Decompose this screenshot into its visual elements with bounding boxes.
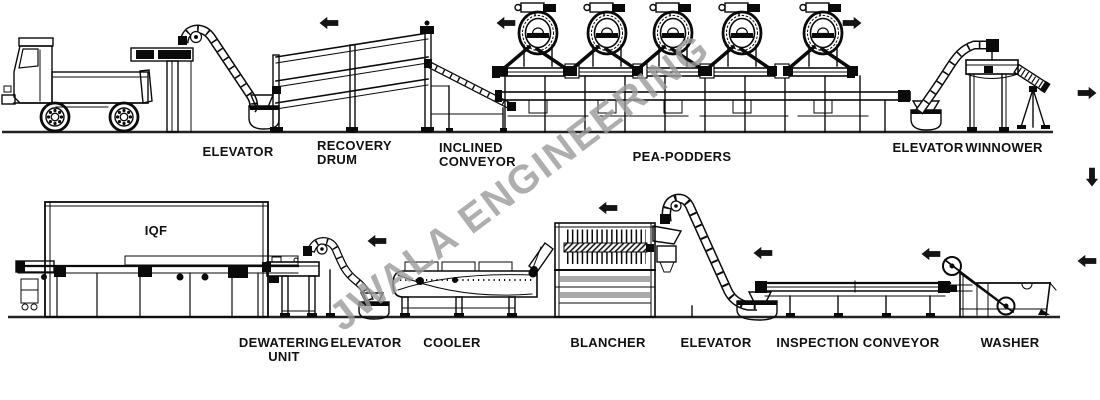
flow-arrow-left-icon [753,247,773,259]
cooler [392,242,554,317]
dewatering-unit [266,256,320,317]
flow-arrow-left-icon [367,235,387,247]
label-recovery-drum: RECOVERY DRUM [317,138,392,168]
elevator-1 [178,24,280,130]
pea-podders [492,1,911,133]
label-pea-podders: PEA-PODDERS [632,149,732,164]
flow-arrow-left-icon [319,17,339,29]
label-inclined-conveyor: INCLINED CONVEYOR [439,140,516,170]
flow-arrow-right-icon [1077,87,1097,99]
dump-truck [1,37,153,133]
winnower [965,59,1051,132]
label-washer: WASHER [980,335,1040,350]
washer [942,256,1057,318]
pea-podder-drum-2 [565,1,644,78]
iqf-freezer [15,201,300,318]
winnower-chute [1013,63,1051,94]
elevator-2 [910,39,999,131]
flow-arrow-left-icon [1077,255,1097,267]
label-elevator-top-left: ELEVATOR [202,144,274,159]
label-inspection-conveyor: INSPECTION CONVEYOR [776,335,940,350]
flow-arrow-left-icon [921,248,941,260]
label-elevator-bottom-left: ELEVATOR [330,335,402,350]
label-iqf: IQF [144,223,168,238]
label-winnower: WINNOWER [965,140,1043,155]
pea-podder-drum-1 [496,1,575,78]
flow-arrow-left-icon [496,17,516,29]
flow-arrow-down-icon [1086,167,1098,187]
blancher [554,222,683,318]
label-cooler: COOLER [423,335,481,350]
flow-arrow-right-icon [842,17,862,29]
recovery-drum [270,20,434,133]
label-dewatering-unit: DEWATERING UNIT [238,335,330,365]
label-blancher: BLANCHER [570,335,646,350]
elevator-4 [660,193,778,321]
flow-arrow-left-icon [598,202,618,214]
label-elevator-bottom-mid: ELEVATOR [680,335,752,350]
inspection-conveyor [755,280,952,317]
label-elevator-top-right: ELEVATOR [892,140,964,155]
elevator-3 [303,236,390,320]
tipping-platform [130,47,194,133]
pea-podder-drum-5 [781,1,860,78]
